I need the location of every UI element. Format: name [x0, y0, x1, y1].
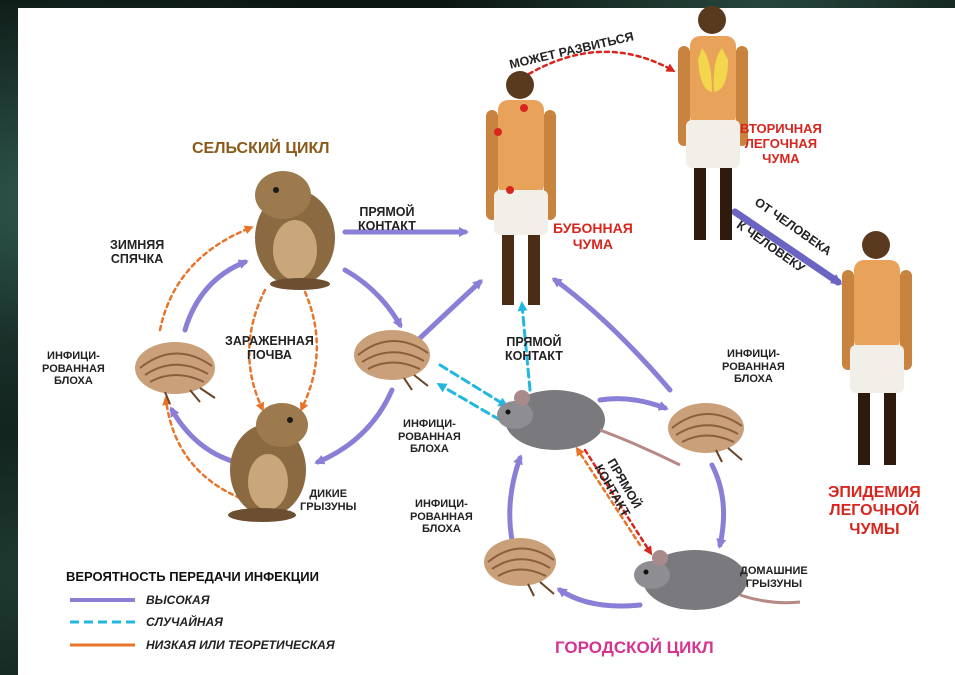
human-secondary: [678, 6, 748, 240]
infected-soil-label: ЗАРАЖЕННАЯ ПОЧВА: [225, 334, 314, 363]
arrow-flea-bottom-to-rat: [510, 458, 520, 540]
domestic-rodents-label: ДОМАШНИЕ ГРЫЗУНЫ: [740, 565, 808, 590]
direct-contact-top-label: ПРЯМОЙ КОНТАКТ: [358, 205, 416, 234]
arrow-flea-rat-random: [440, 365, 505, 405]
wild-rodents-label: ДИКИЕ ГРЫЗУНЫ: [300, 488, 356, 513]
urban-cycle-label: ГОРОДСКОЙ ЦИКЛ: [555, 638, 714, 658]
flea-center-label: ИНФИЦИ- РОВАННАЯ БЛОХА: [398, 418, 461, 456]
bubonic-plague-label: БУБОННАЯ ЧУМА: [553, 220, 633, 252]
legend-lines: [70, 600, 135, 645]
arrow-flea-right-to-human: [555, 280, 670, 390]
gopher-bottom: [228, 403, 308, 522]
legend-label-random: СЛУЧАЙНАЯ: [146, 615, 223, 629]
arrow-hibernation: [160, 228, 250, 330]
arrow-gopher-to-flea-center: [345, 270, 400, 325]
human-epidemic: [842, 231, 912, 465]
arrow-flea-to-gopher: [185, 262, 245, 330]
arrow-wild-to-flea-left: [172, 410, 235, 462]
arrow-rat-flea-random: [440, 385, 500, 420]
flea-center: [354, 330, 430, 390]
flea-left: [135, 342, 215, 404]
arrow-flea-center-to-human: [418, 282, 480, 340]
flea-bottom-label: ИНФИЦИ- РОВАННАЯ БЛОХА: [410, 498, 473, 536]
hibernation-label: ЗИМНЯЯ СПЯЧКА: [110, 238, 164, 267]
flea-right: [668, 403, 744, 462]
secondary-plague-label: ВТОРИЧНАЯ ЛЕГОЧНАЯ ЧУМА: [740, 122, 822, 167]
legend-label-low: НИЗКАЯ ИЛИ ТЕОРЕТИЧЕСКАЯ: [146, 638, 335, 652]
gopher-top: [255, 171, 335, 290]
human-bubonic: [486, 71, 556, 305]
epidemic-label: ЭПИДЕМИЯ ЛЕГОЧНОЙ ЧУМЫ: [828, 484, 921, 539]
direct-contact-mid-label: ПРЯМОЙ КОНТАКТ: [505, 335, 563, 364]
arrow-rat-to-flea-right: [600, 399, 665, 408]
arrow-flea-right-to-domestic: [712, 465, 724, 545]
arrow-domestic-to-flea-bottom: [560, 590, 640, 606]
rat-center: [497, 390, 680, 465]
arrow-flea-center-to-wild: [318, 390, 392, 462]
legend-label-high: ВЫСОКАЯ: [146, 593, 209, 607]
flea-bottom: [484, 538, 556, 596]
legend-title: ВЕРОЯТНОСТЬ ПЕРЕДАЧИ ИНФЕКЦИИ: [66, 570, 319, 585]
flea-left-label: ИНФИЦИ- РОВАННАЯ БЛОХА: [42, 350, 105, 388]
rural-cycle-label: СЕЛЬСКИЙ ЦИКЛ: [192, 140, 330, 158]
flea-right-label: ИНФИЦИ- РОВАННАЯ БЛОХА: [722, 348, 785, 386]
